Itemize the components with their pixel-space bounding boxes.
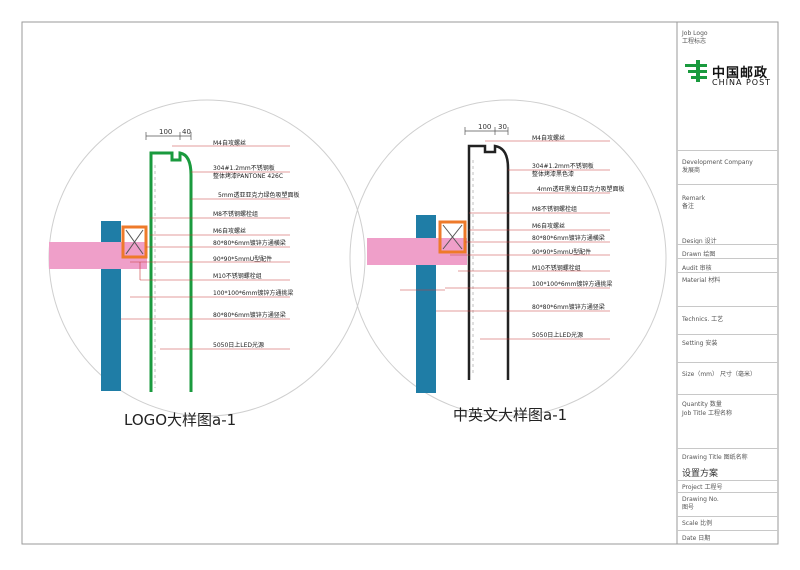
callout: 304#1.2mm不锈钢板 — [213, 164, 275, 172]
callout: 90*90*5mmU型配件 — [213, 255, 272, 263]
brand-name-cn: 中国邮政 — [712, 66, 769, 81]
callout: M4自攻螺丝 — [532, 134, 565, 142]
bracket-frame — [438, 220, 467, 254]
title-row-date: Date 日期 — [677, 530, 778, 544]
callout: 304#1.2mm不锈钢板 — [532, 162, 594, 170]
title-block: Job Logo 工程标志 中国邮政 CHINA POST Developmen… — [677, 22, 778, 544]
brand-name-en: CHINA POST — [712, 78, 772, 87]
title-row-technics: Technics. 工艺 — [677, 306, 778, 334]
dim-a-label: 100 — [159, 128, 172, 136]
title-row-material: Material 材料 — [677, 272, 778, 306]
leader-lines — [121, 145, 290, 350]
callout: M6自攻螺丝 — [213, 227, 246, 235]
job-logo-label: Job Logo 工程标志 — [682, 30, 708, 45]
callout: 5mm透亚亚克力绿色吸塑面板 — [218, 191, 300, 199]
title-row-quantity: Quantity 数量 — [677, 394, 778, 408]
callout: 90*90*5mmU型配件 — [532, 248, 591, 256]
title-row-design: Design 设计 — [682, 238, 717, 245]
title-row-drawn: Drawn 绘图 — [677, 244, 778, 258]
callout: 整体烤漆PANTONE 426C — [213, 172, 283, 180]
detail-caption-cn-en: 中英文大样图a-1 — [453, 406, 568, 424]
callout: 100*100*6mm镀锌方通挑梁 — [213, 289, 293, 297]
sign-face-outline — [467, 144, 510, 380]
title-row-size: Size（mm） 尺寸（毫米） — [677, 362, 778, 394]
callout: M8不锈钢螺栓组 — [213, 210, 258, 218]
title-row-setting: Setting 安装 — [677, 334, 778, 362]
callout: 4mm透旺黑发白亚克力吸塑面板 — [537, 185, 625, 193]
callout: M10不锈钢螺栓组 — [532, 264, 581, 272]
drawing-title-value: 设置方案 — [682, 469, 719, 479]
callout: M10不锈钢螺栓组 — [213, 272, 262, 280]
callout: 80*80*6mm镀锌方通横梁 — [532, 234, 605, 242]
callout: M8不锈钢螺栓组 — [532, 205, 577, 213]
china-post-logo-icon — [685, 60, 707, 82]
title-row-audit: Audit 审核 — [677, 258, 778, 272]
detail-circle — [349, 99, 667, 417]
callout-labels: M4自攻螺丝 304#1.2mm不锈钢板 整体烤漆黑色漆 4mm透旺黑发白亚克力… — [532, 134, 625, 339]
callout: 80*80*6mm镀锌方通横梁 — [213, 239, 286, 247]
detail-caption-logo: LOGO大样图a-1 — [124, 411, 237, 429]
sign-face-outline — [149, 151, 193, 392]
title-row-drawing-title: Drawing Title 图纸名称 — [677, 448, 778, 464]
callout-labels: M4自攻螺丝 304#1.2mm不锈钢板 整体烤漆PANTONE 426C 5m… — [213, 139, 300, 349]
callout: 80*80*6mm镀锌方通竖梁 — [213, 311, 286, 319]
title-row-project: Project 工程号 — [677, 480, 778, 494]
title-row-scale: Scale 比例 — [677, 516, 778, 530]
callout: M4自攻螺丝 — [213, 139, 246, 147]
callout: 5050日上LED光源 — [213, 341, 264, 349]
detail-logo: 100 40 M4自攻螺丝 304#1.2mm不锈钢板 整体烤漆PA — [48, 99, 366, 417]
detail-cn-en: 100 30 M4自攻螺丝 304#1.2mm不锈钢板 整体烤漆黑色漆 — [349, 99, 667, 417]
callout: 100*100*6mm镀锌方通挑梁 — [532, 280, 612, 288]
callout: 整体烤漆黑色漆 — [532, 170, 574, 178]
callout: M6自攻螺丝 — [532, 222, 565, 230]
leader-lines — [400, 140, 610, 340]
callout: 5050日上LED光源 — [532, 331, 583, 339]
dim-b-label: 40 — [182, 128, 191, 136]
title-row-job-title: Job Title 工程名称 — [682, 410, 732, 417]
dim-b-label: 30 — [498, 123, 507, 131]
sheet-border — [21, 21, 779, 545]
title-row-drawing-no: Drawing No.图号 — [677, 492, 778, 516]
callout: 80*80*6mm镀锌方通竖梁 — [532, 303, 605, 311]
dim-a-label: 100 — [478, 123, 491, 131]
bracket-frame — [121, 225, 148, 259]
